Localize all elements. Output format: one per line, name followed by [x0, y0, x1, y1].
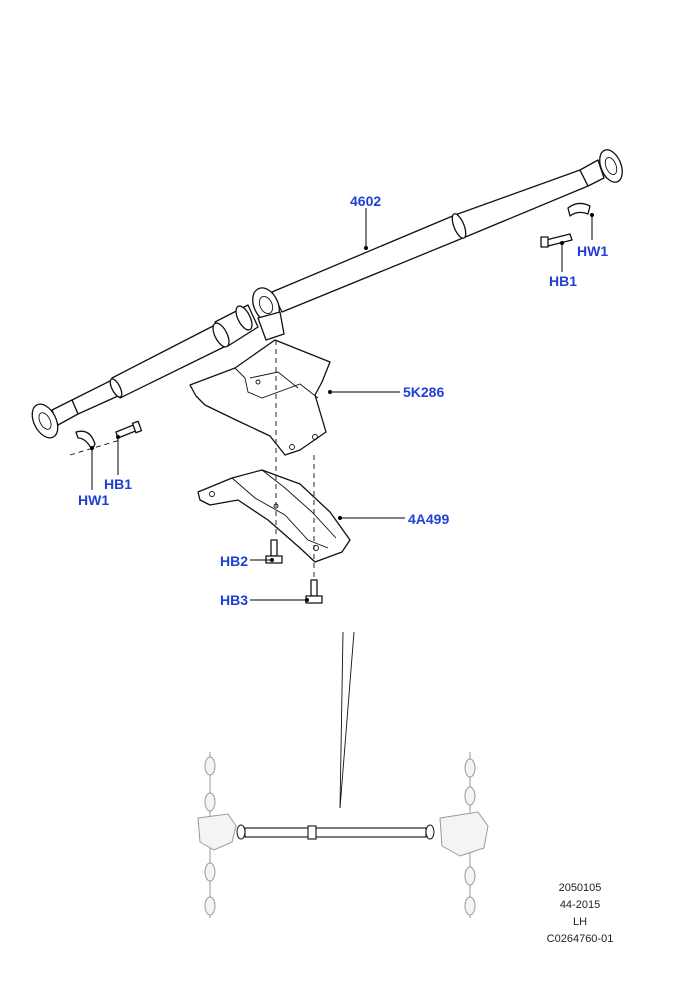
drawing-code: 2050105	[558, 882, 602, 894]
bolt-hb1-right[interactable]	[540, 233, 573, 248]
driveline-overview	[197, 752, 489, 918]
callout-hb2[interactable]: HB2	[220, 553, 248, 569]
callout-4602[interactable]: 4602	[350, 193, 381, 209]
clip-hw1-right[interactable]	[567, 202, 591, 217]
heat-shield[interactable]	[189, 339, 331, 456]
callout-hw1-right[interactable]: HW1	[577, 243, 608, 259]
callout-hb1-left[interactable]: HB1	[104, 476, 132, 492]
propeller-shaft[interactable]	[27, 146, 627, 442]
drawing-side: LH	[572, 916, 588, 928]
callout-hb1-right[interactable]: HB1	[549, 273, 577, 289]
drawing-reference-block: 2050105 44-2015 LH C0264760-01	[520, 880, 640, 948]
bolt-hb1-left[interactable]	[115, 420, 143, 439]
drawing-ref: C0264760-01	[546, 933, 614, 945]
locator-pointer	[339, 631, 355, 809]
callout-4a499[interactable]: 4A499	[408, 511, 449, 527]
leader-lines	[90, 208, 594, 602]
callout-hw1-left[interactable]: HW1	[78, 492, 109, 508]
callout-5k286[interactable]: 5K286	[403, 384, 444, 400]
bolt-hb2[interactable]	[265, 539, 283, 564]
callout-hb3[interactable]: HB3	[220, 592, 248, 608]
drawing-date: 44-2015	[559, 899, 601, 911]
support-bracket[interactable]	[197, 469, 351, 563]
bolt-hb3[interactable]	[305, 579, 323, 604]
